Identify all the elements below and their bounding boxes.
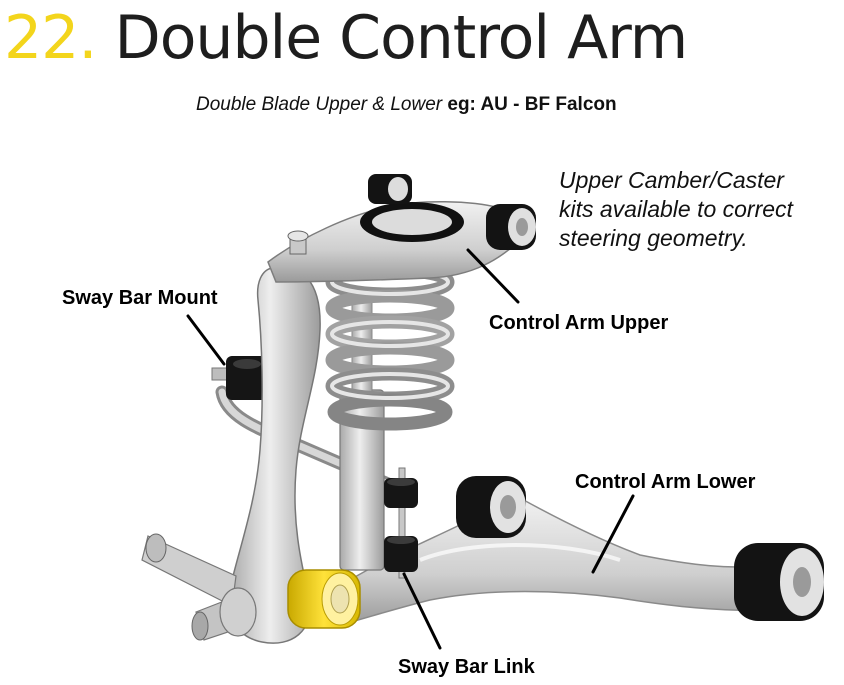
leader-lines: [186, 248, 635, 650]
leader-sway-bar-mount: [186, 314, 226, 366]
leader-control-arm-upper: [466, 248, 520, 304]
leader-control-arm-lower: [591, 494, 635, 574]
title-text: Double Control Arm: [114, 3, 689, 73]
knuckle-upright: [141, 266, 321, 644]
lower-arm-bushing-inner: [456, 476, 526, 538]
title-number: 22.: [4, 3, 97, 73]
subtitle-bold: eg: AU - BF Falcon: [447, 94, 617, 115]
label-sway-bar-mount: Sway Bar Mount: [62, 287, 218, 309]
label-control-arm-upper: Control Arm Upper: [489, 312, 669, 334]
upper-arm-bushing-front: [486, 204, 536, 250]
page-title: 22. Double Control Arm: [4, 2, 689, 82]
upper-arm-bushing-top: [368, 174, 412, 204]
note-line-1: Upper Camber/Caster: [559, 167, 784, 193]
lower-arm-bushing-rear: [734, 543, 824, 621]
camber-caster-note: Upper Camber/Caster kits available to co…: [559, 166, 839, 253]
subtitle: Double Blade Upper & Lower eg: AU - BF F…: [196, 94, 617, 116]
leader-sway-bar-link: [402, 572, 442, 650]
sway-bar-link: [384, 467, 418, 579]
highlighted-yellow-bushing: [287, 569, 361, 629]
note-line-2: kits available to correct: [559, 196, 793, 222]
subtitle-italic: Double Blade Upper & Lower: [196, 94, 443, 115]
note-line-3: steering geometry.: [559, 225, 748, 251]
label-control-arm-lower: Control Arm Lower: [575, 471, 756, 493]
coil-spring: [325, 263, 455, 431]
label-sway-bar-link: Sway Bar Link: [398, 656, 535, 678]
